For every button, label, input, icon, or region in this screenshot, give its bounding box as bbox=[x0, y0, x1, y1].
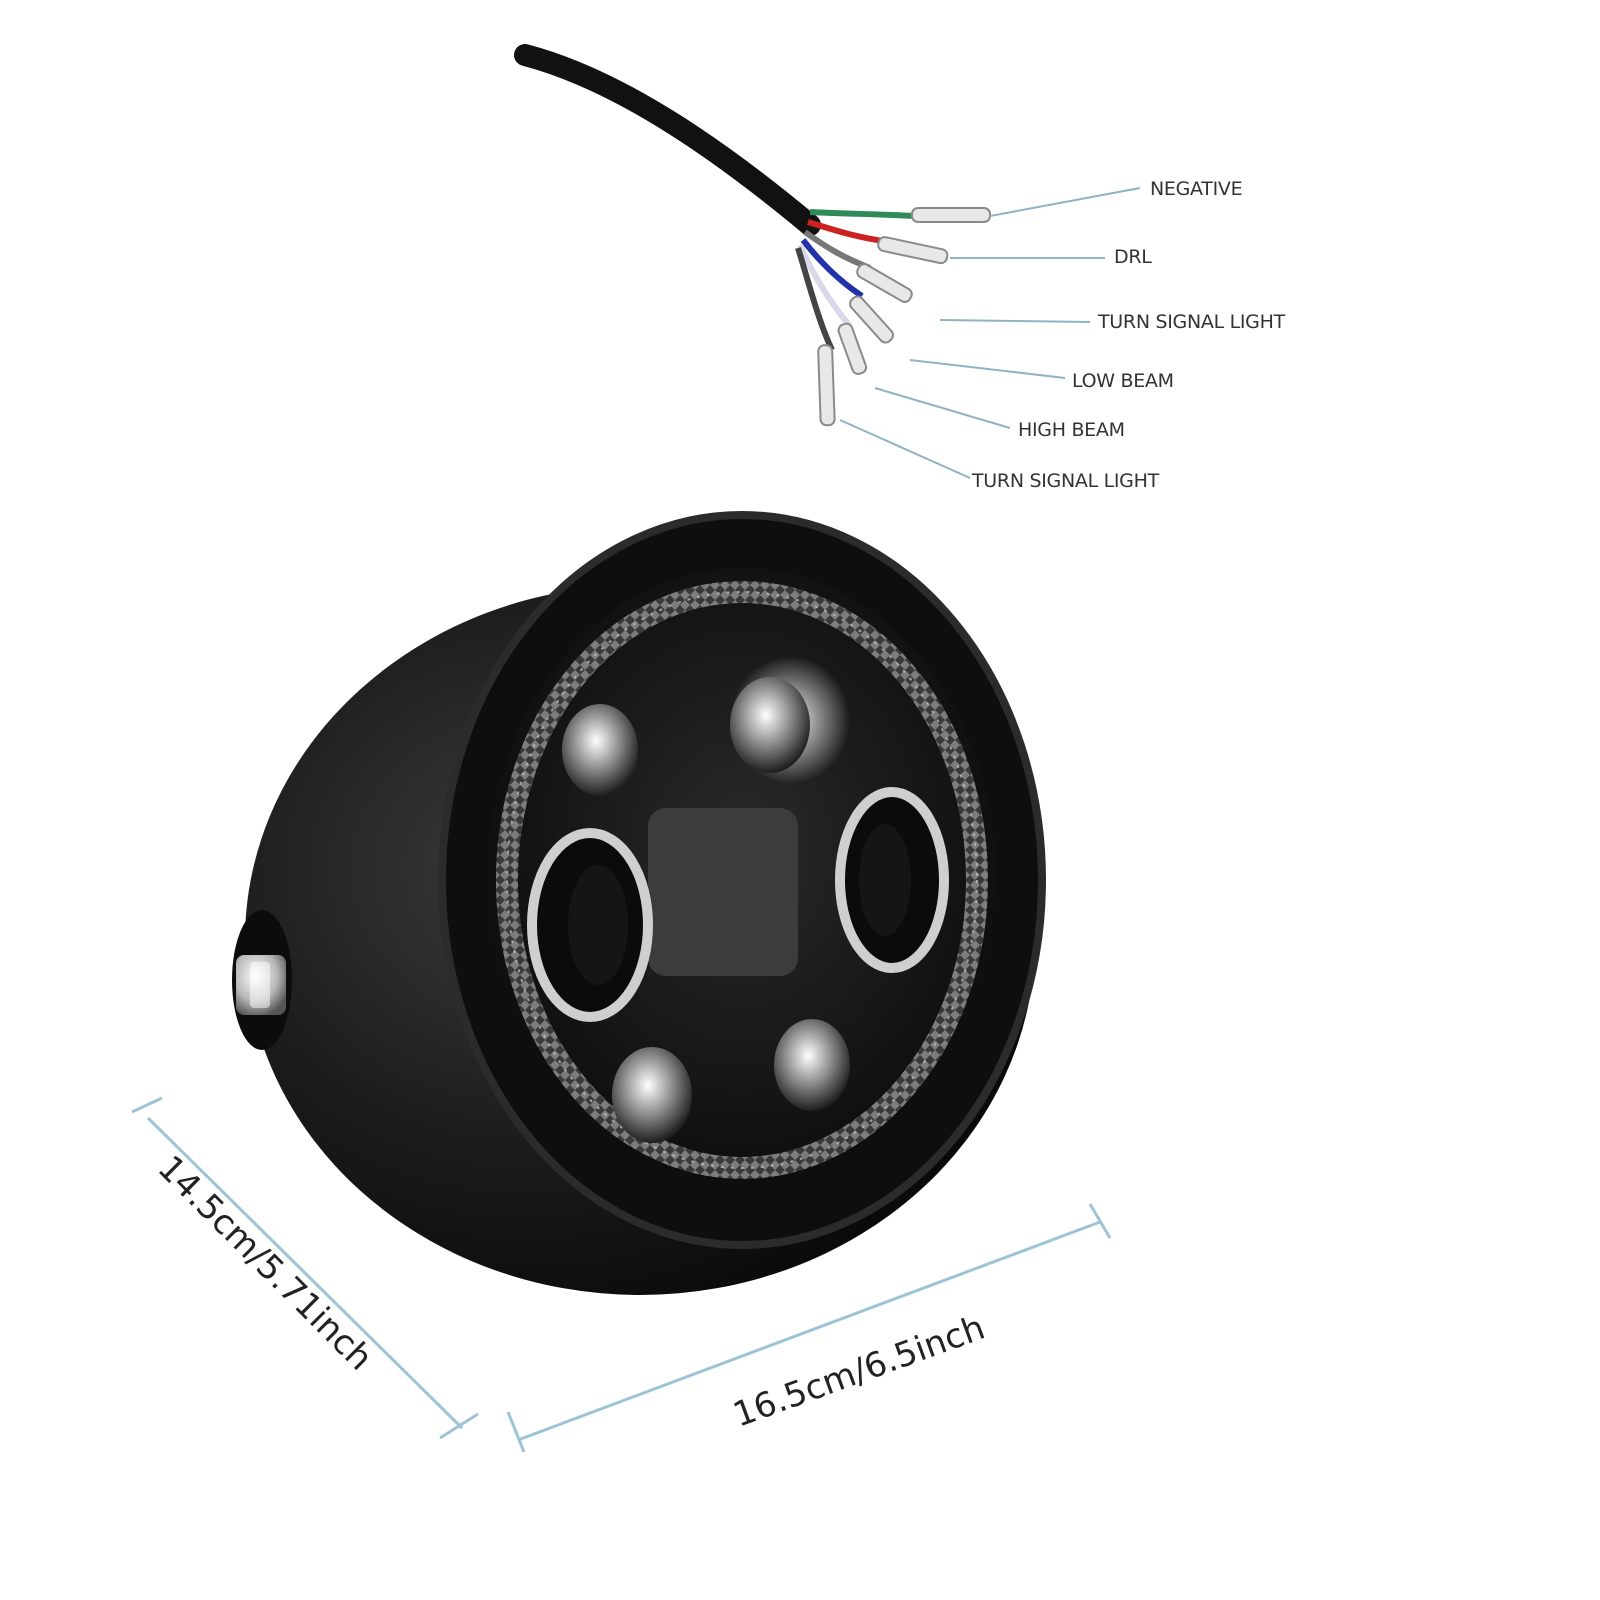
wire-high-beam bbox=[797, 243, 853, 328]
wire-turn-2 bbox=[795, 247, 835, 352]
label-drl: DRL bbox=[1114, 246, 1152, 268]
dimension-lines bbox=[131, 1096, 1112, 1453]
label-turn-signal-2: TURN SIGNAL LIGHT bbox=[972, 470, 1159, 492]
leader-turn-1 bbox=[939, 319, 1091, 323]
connector-turn-1 bbox=[856, 263, 913, 303]
led-top-right bbox=[730, 656, 850, 784]
led-bottom-left bbox=[612, 1047, 692, 1143]
connector-turn-2 bbox=[817, 344, 836, 427]
mounting-bolt bbox=[232, 910, 292, 1050]
connector-drl bbox=[877, 236, 949, 265]
leader-low-beam bbox=[909, 359, 1066, 379]
cable-harness bbox=[514, 44, 1141, 479]
projector-right bbox=[835, 787, 949, 973]
wire-low-beam bbox=[800, 238, 864, 299]
width-dimension-line bbox=[517, 1220, 1101, 1442]
center-square bbox=[648, 808, 798, 976]
label-negative: NEGATIVE bbox=[1150, 178, 1243, 200]
connector-negative bbox=[911, 207, 991, 223]
label-turn-signal-1: TURN SIGNAL LIGHT bbox=[1098, 311, 1285, 333]
wire-negative bbox=[809, 209, 916, 219]
leader-negative bbox=[989, 187, 1141, 217]
connector-low-beam bbox=[849, 295, 894, 344]
leader-turn-2 bbox=[839, 419, 971, 479]
leader-high-beam bbox=[874, 387, 1011, 429]
headlight bbox=[232, 511, 1046, 1295]
led-top-left bbox=[562, 704, 638, 796]
projector-left bbox=[527, 828, 653, 1022]
height-dimension-line bbox=[146, 1116, 464, 1430]
main-cable bbox=[514, 44, 821, 236]
connector-high-beam bbox=[837, 322, 868, 375]
label-high-beam: HIGH BEAM bbox=[1018, 419, 1125, 441]
label-low-beam: LOW BEAM bbox=[1072, 370, 1174, 392]
led-bottom-right bbox=[774, 1019, 850, 1111]
